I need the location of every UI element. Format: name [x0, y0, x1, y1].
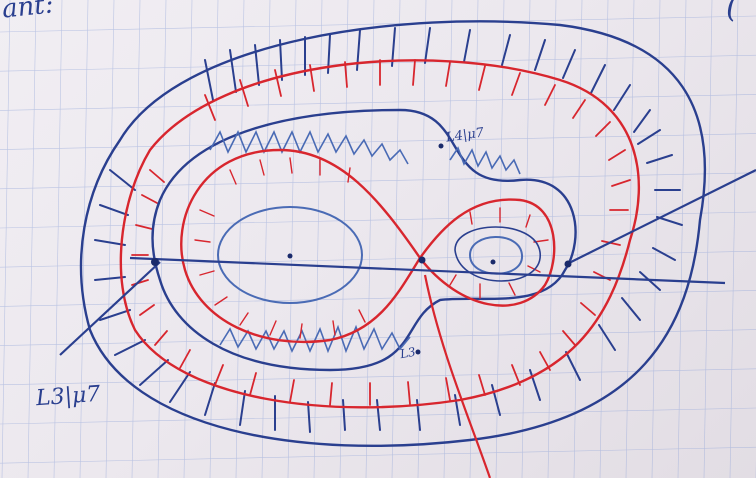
grid-line-vertical [210, 0, 218, 478]
grid-line-horizontal [0, 173, 756, 189]
grid-line-vertical [704, 0, 712, 478]
grid-line-vertical [2, 0, 10, 478]
label-small: L3 [399, 345, 417, 361]
grid-line-vertical [132, 0, 140, 478]
zigzag-lower [220, 327, 410, 351]
grid-line-horizontal [0, 94, 756, 110]
grid-line-horizontal [0, 369, 756, 385]
grid-line-vertical [288, 0, 296, 478]
grid-line-horizontal [0, 447, 756, 463]
red-outer-curve [121, 60, 639, 407]
grid-line-vertical [652, 0, 660, 478]
red-inner-ticks [195, 158, 548, 338]
zigzag-right [450, 148, 520, 174]
grid-line-vertical [730, 0, 738, 478]
point-right [565, 261, 572, 268]
grid-line-horizontal [0, 251, 756, 267]
horizontal-axis-line [130, 258, 725, 283]
grid-line-vertical [106, 0, 114, 478]
red-figure-eight [181, 150, 554, 342]
zigzag-upper [210, 132, 408, 164]
diagonal-line-right [565, 170, 756, 265]
grid-line-horizontal [0, 55, 756, 71]
point-saddle [419, 257, 426, 264]
point-center-right [491, 260, 496, 265]
grid-line-vertical [184, 0, 192, 478]
outer-blue-curve [81, 21, 705, 445]
grid-line-vertical [678, 0, 686, 478]
handwritten-paren: ( [726, 0, 738, 25]
point-upper [439, 144, 444, 149]
inner-right-oval [470, 237, 522, 274]
point-center-left [288, 254, 293, 259]
grid-line-vertical [28, 0, 36, 478]
grid-line-vertical [470, 0, 478, 478]
red-outer-ticks [132, 60, 630, 405]
point-left [151, 258, 159, 266]
label-l3: L3|μ7 [35, 382, 101, 411]
grid-line-vertical [418, 0, 426, 478]
grid-line-vertical [262, 0, 270, 478]
